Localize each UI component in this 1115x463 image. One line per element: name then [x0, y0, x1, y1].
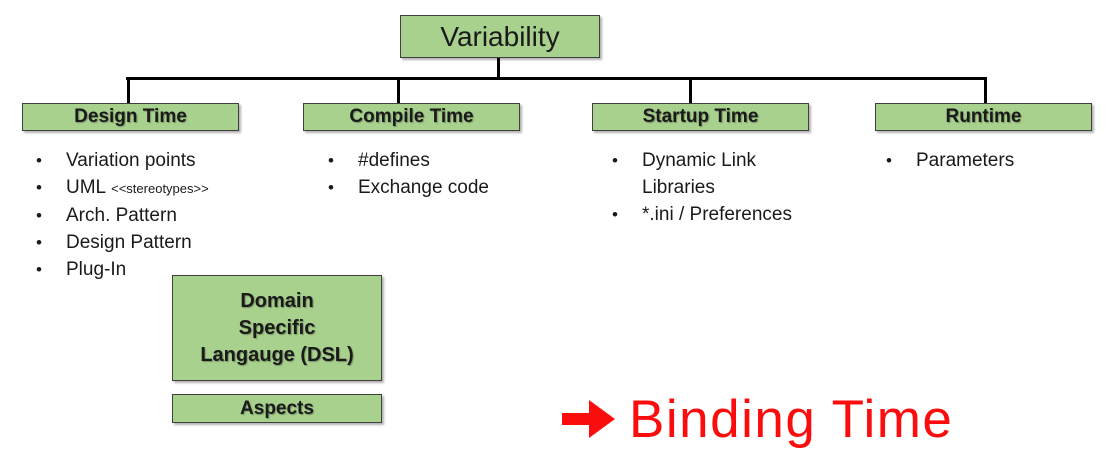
- aspects-label: Aspects: [240, 397, 314, 419]
- list-item-label: #defines: [358, 150, 430, 171]
- bullet-icon: •: [36, 178, 42, 197]
- stereotypes-annotation: <<stereotypes>>: [111, 181, 209, 196]
- aspects-box: Aspects: [172, 394, 382, 423]
- bullet-icon: •: [886, 151, 892, 170]
- list-item-label: *.ini / Preferences: [642, 204, 792, 225]
- header-label-startup-time: Startup Time: [642, 106, 759, 127]
- bullet-icon: •: [36, 260, 42, 279]
- header-label-runtime: Runtime: [945, 106, 1022, 127]
- bullet-icon: •: [612, 205, 618, 224]
- header-box-runtime: Runtime: [875, 103, 1092, 131]
- list-item-label: Arch. Pattern: [66, 205, 177, 226]
- connector-stub-startup-time: [689, 77, 692, 104]
- list-startup-time: • Dynamic Link Libraries • *.ini / Prefe…: [612, 147, 824, 228]
- list-item: • Variation points: [36, 147, 286, 174]
- header-label-design-time: Design Time: [74, 106, 187, 127]
- list-item-label: UML<<stereotypes>>: [66, 177, 209, 198]
- list-item: • Dynamic Link Libraries: [612, 147, 824, 201]
- connector-trunk: [497, 58, 500, 79]
- variability-box: Variability: [400, 15, 600, 58]
- list-item: • Design Pattern: [36, 229, 286, 256]
- list-item: • Plug-In: [36, 256, 286, 283]
- connector-stub-design-time: [127, 77, 130, 104]
- binding-time-label: Binding Time: [629, 389, 954, 449]
- list-item: • Arch. Pattern: [36, 202, 286, 229]
- list-item: • #defines: [328, 147, 548, 174]
- list-item-label: Design Pattern: [66, 232, 192, 253]
- bullet-icon: •: [612, 151, 618, 170]
- binding-time-annotation: Binding Time: [562, 390, 953, 448]
- dsl-label: Domain Specific Langauge (DSL): [200, 289, 354, 366]
- connector-horizontal: [126, 77, 987, 80]
- connector-stub-runtime: [984, 77, 987, 104]
- header-box-startup-time: Startup Time: [592, 103, 809, 131]
- variability-label: Variability: [440, 20, 560, 52]
- list-item-label: Exchange code: [358, 177, 489, 198]
- list-item: • UML<<stereotypes>>: [36, 174, 286, 202]
- bullet-icon: •: [328, 178, 334, 197]
- list-item-label: Plug-In: [66, 259, 127, 280]
- header-box-design-time: Design Time: [22, 103, 239, 131]
- bullet-icon: •: [36, 206, 42, 225]
- dsl-box: Domain Specific Langauge (DSL): [172, 275, 382, 381]
- list-design-time: • Variation points • UML<<stereotypes>> …: [36, 147, 286, 283]
- list-item: • Exchange code: [328, 174, 548, 201]
- header-box-compile-time: Compile Time: [303, 103, 520, 131]
- list-compile-time: • #defines • Exchange code: [328, 147, 548, 201]
- list-item-label: Variation points: [66, 150, 196, 171]
- header-label-compile-time: Compile Time: [349, 106, 474, 127]
- list-item-label: Parameters: [916, 150, 1015, 171]
- right-arrow-icon: [562, 400, 615, 438]
- list-item: • Parameters: [886, 147, 1096, 174]
- list-runtime: • Parameters: [886, 147, 1096, 174]
- list-item-label: Dynamic Link Libraries: [642, 150, 757, 198]
- bullet-icon: •: [36, 151, 42, 170]
- connector-stub-compile-time: [397, 77, 400, 104]
- list-item: • *.ini / Preferences: [612, 201, 824, 228]
- bullet-icon: •: [36, 233, 42, 252]
- bullet-icon: •: [328, 151, 334, 170]
